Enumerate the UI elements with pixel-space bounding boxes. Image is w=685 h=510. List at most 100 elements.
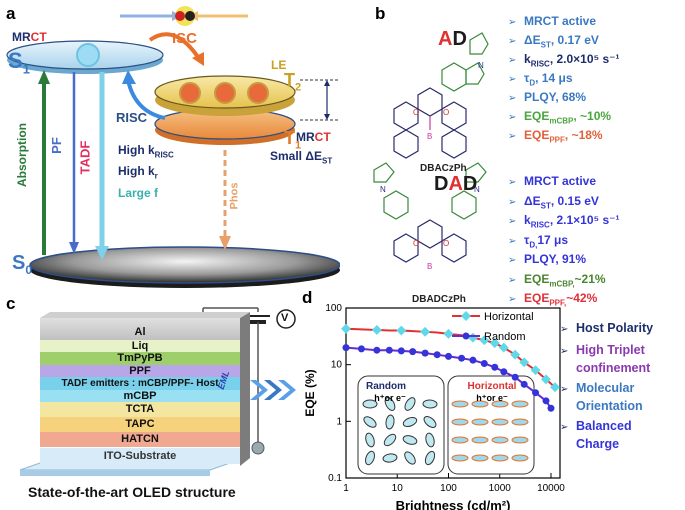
layer-tmpypb: TmPyPB: [40, 352, 240, 365]
molecule-horizontal: [451, 400, 469, 408]
panel-label-d: d: [302, 288, 313, 307]
data-point-random: [480, 359, 488, 367]
layer-tapc: TAPC: [40, 417, 240, 432]
m2-name: DBADCzPh: [412, 294, 466, 305]
molecule-random: [425, 432, 435, 448]
molecule-horizontal: [491, 400, 509, 408]
data-point-horizontal: [498, 342, 509, 353]
data-point-horizontal: [467, 332, 478, 343]
bullet-arrow-icon: ➢: [508, 17, 517, 28]
data-point-random: [397, 347, 405, 355]
inset-random-label: Random: [366, 381, 406, 392]
absorption-label: Absorption: [15, 123, 29, 187]
svg-text:N: N: [478, 61, 484, 70]
molecule-horizontal: [491, 418, 509, 426]
x-axis-label: Brightness (cd/m²): [396, 498, 511, 510]
molecule-random: [422, 399, 438, 409]
high-kr-label: High kr: [118, 164, 158, 181]
bullet-arrow-icon: ➢: [508, 74, 517, 85]
data-point-horizontal: [420, 326, 431, 337]
molecule-random: [382, 453, 398, 463]
molecule-random: [384, 397, 396, 411]
data-point-random: [421, 349, 429, 357]
pf-label: PF: [48, 137, 64, 154]
y-tick-label: 10: [331, 360, 343, 371]
m2-dad-label: DAD: [434, 173, 478, 195]
y-axis-label: EQE (%): [303, 369, 317, 416]
molecule-horizontal: [451, 418, 469, 426]
y-tick-label: 100: [325, 303, 342, 314]
data-point-random: [373, 346, 381, 354]
property-item: ➢ΔEST, 0.17 eV: [508, 33, 599, 50]
svg-text:O: O: [443, 108, 449, 117]
property-item: ➢MRCT active: [508, 174, 597, 188]
bullet-arrow-icon: ➢: [508, 255, 517, 266]
high-krisc-label: High kRISC: [118, 143, 174, 160]
bullet-arrow-icon: ➢: [508, 274, 517, 286]
svg-text:N: N: [380, 185, 386, 194]
bullet-arrow-icon: ➢: [508, 131, 517, 142]
property-item: ➢EQEPPF, ~18%: [508, 128, 603, 145]
molecule-random: [363, 416, 377, 428]
s0-label: S0: [12, 252, 33, 277]
x-tick-label: 1: [343, 483, 349, 494]
property-item: ➢τD,17 μs: [508, 232, 569, 249]
large-f-label: Large f: [118, 186, 159, 200]
s0-disc: [29, 246, 340, 284]
voltmeter-label: V: [281, 312, 289, 324]
y-tick-label: 1: [336, 416, 342, 427]
molecule-horizontal: [511, 436, 529, 444]
dbaczph-structure: [393, 32, 489, 159]
molecule-horizontal: [511, 400, 529, 408]
s1-label: S1: [8, 48, 30, 77]
bullet-arrow-icon: ➢: [508, 177, 517, 188]
molecule-random: [383, 433, 397, 447]
inset-horizontal-box: [447, 375, 535, 475]
molecule-horizontal: [471, 454, 489, 462]
inset-horizontal-carrier: h⁺or e⁻: [476, 393, 508, 403]
t1-mrct-label: MRCT: [296, 130, 331, 144]
property-item: ➢ΔEST, 0.15 eV: [508, 193, 599, 210]
property-item: ➢PLQY, 91%: [508, 252, 587, 266]
layer-al: Al: [40, 318, 240, 340]
data-point-random: [385, 346, 393, 354]
data-point-random: [520, 380, 528, 388]
bullet-arrow-icon: ➢: [508, 294, 517, 305]
x-tick-label: 100: [440, 483, 457, 494]
tadf-label: TADF: [77, 140, 93, 175]
svg-text:N: N: [474, 185, 480, 194]
risc-label: RISC: [116, 110, 148, 125]
molecule-random: [362, 399, 378, 409]
t2-label: T2: [284, 70, 302, 94]
data-point-horizontal: [341, 323, 351, 334]
data-point-horizontal: [443, 328, 454, 339]
layer-hatcn: HATCN: [40, 432, 240, 447]
bullet-arrow-icon: ➢: [508, 36, 517, 47]
panel-a-diagram: [6, 6, 340, 288]
bullet-arrow-icon: ➢: [508, 216, 517, 227]
bullet-arrow-icon: ➢: [508, 55, 517, 66]
molecule-random: [423, 416, 437, 428]
y-tick-label: 0.1: [328, 473, 342, 484]
molecule-random: [424, 450, 436, 466]
panel-label-c: c: [6, 294, 16, 313]
property-item: ➢MRCT active: [508, 14, 597, 28]
svg-text:B: B: [427, 262, 432, 271]
legend-marker-random: [462, 332, 470, 340]
plot-frame: [345, 307, 561, 479]
bullet-arrow-icon: ➢: [560, 346, 569, 357]
design-factor-item: ➢Host Polarity: [560, 320, 653, 338]
m1-ad-label: AD: [438, 28, 467, 50]
x-tick-label: 10: [392, 483, 404, 494]
le-label: LE: [271, 58, 287, 72]
dbadczph-structure: [373, 162, 487, 263]
inset-random-carrier: h⁺or e⁻: [374, 393, 406, 403]
data-point-random: [542, 397, 550, 405]
property-item: ➢EQEPPF,~42%: [508, 291, 598, 308]
data-point-random: [547, 404, 555, 412]
layer-eml: TADF emitters : mCBP/PPF- Host: [40, 377, 240, 390]
data-point-random: [444, 352, 452, 360]
isc-label: ISC: [172, 30, 198, 47]
molecule-random: [402, 435, 418, 445]
